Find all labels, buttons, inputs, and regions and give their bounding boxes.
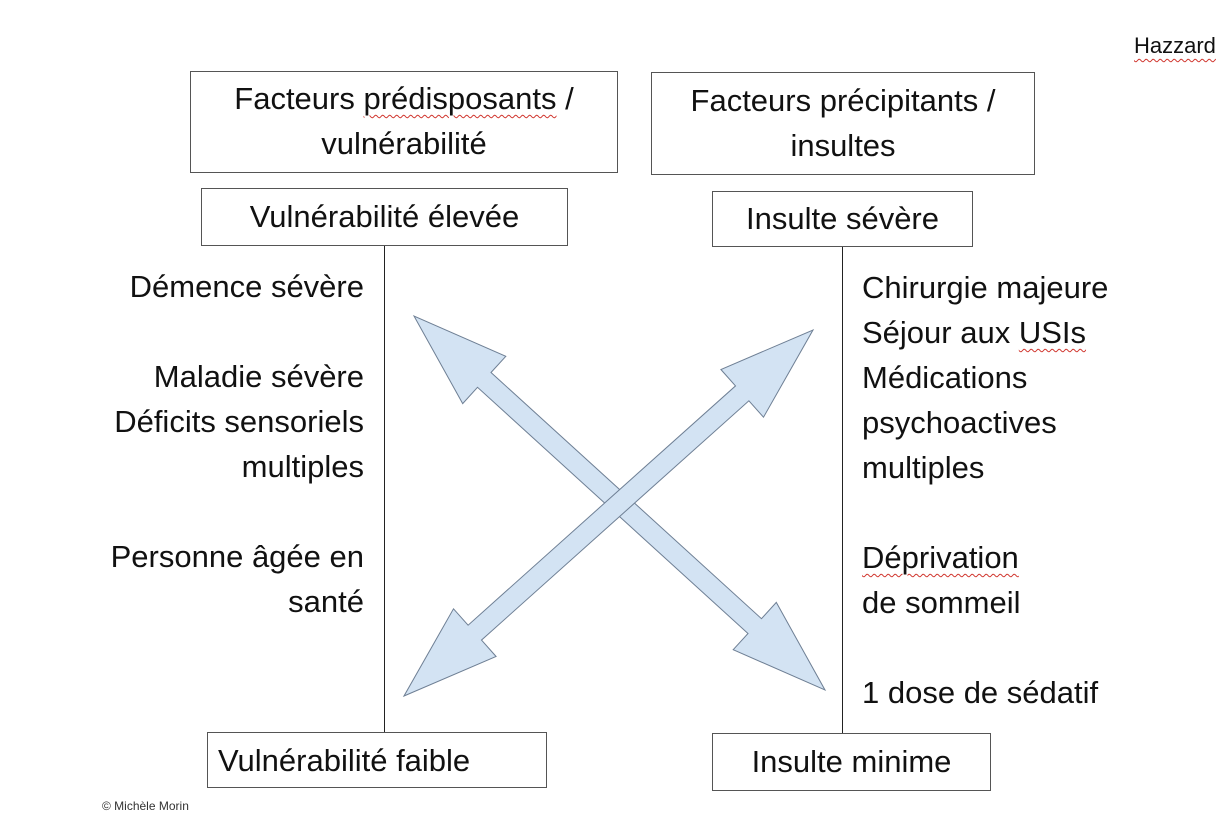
predisposing-header-word: prédisposants <box>363 81 557 117</box>
insult-axis-line <box>842 247 843 733</box>
vulnerability-low-box: Vulnérabilité faible <box>207 732 547 788</box>
insult-severe-box: Insulte sévère <box>712 191 973 247</box>
insult-minimal-box: Insulte minime <box>712 733 991 791</box>
insult-factor-item: Médications <box>862 360 1028 395</box>
vulnerability-factor-item: Personne âgée en <box>110 539 364 574</box>
vulnerability-factor-item: Déficits sensoriels <box>114 404 364 439</box>
corner-label: Hazzard <box>1134 33 1216 59</box>
vulnerability-low-label: Vulnérabilité faible <box>218 743 471 778</box>
vulnerability-factor-item: santé <box>288 584 364 619</box>
insult-factor-spellcheck-word: USIs <box>1018 315 1087 350</box>
copyright-credit: © Michèle Morin <box>102 799 189 813</box>
predisposing-factors-header: Facteurs prédisposants / vulnérabilité <box>190 71 618 173</box>
precipitating-header-line-1: Facteurs précipitants / <box>690 82 996 118</box>
insult-factor-item: Chirurgie majeure <box>862 270 1109 305</box>
vulnerability-high-box: Vulnérabilité élevée <box>201 188 568 246</box>
insult-factor-item: psychoactives <box>862 405 1057 440</box>
predisposing-header-line-2: vulnérabilité <box>321 126 487 161</box>
predisposing-header-line-1: Facteurs prédisposants / <box>234 81 574 117</box>
insult-factor-spellcheck-word: Déprivation <box>862 540 1019 575</box>
vulnerability-axis-line <box>384 246 385 732</box>
vulnerability-factor-item: Démence sévère <box>129 269 364 304</box>
insult-severe-label: Insulte sévère <box>746 200 939 236</box>
vulnerability-high-label: Vulnérabilité élevée <box>249 198 520 234</box>
insult-factor-item: 1 dose de sédatif <box>862 675 1099 710</box>
insult-factor-item: multiples <box>862 450 985 485</box>
insult-factor-item: Déprivation <box>862 535 1108 580</box>
vulnerability-factor-item: multiples <box>241 449 364 484</box>
insult-minimal-label: Insulte minime <box>751 743 952 779</box>
arrow-low-vulnerability-to-severe-insult <box>402 328 815 698</box>
corner-label-text: Hazzard <box>1134 33 1216 58</box>
insult-factor-item: de sommeil <box>862 585 1021 620</box>
precipitating-header-line-2: insultes <box>790 127 896 163</box>
precipitating-factors-header: Facteurs précipitants / insultes <box>651 72 1035 175</box>
insult-factor-item: Séjour aux USIs <box>862 315 1087 350</box>
vulnerability-factor-item: Maladie sévère <box>153 359 364 394</box>
